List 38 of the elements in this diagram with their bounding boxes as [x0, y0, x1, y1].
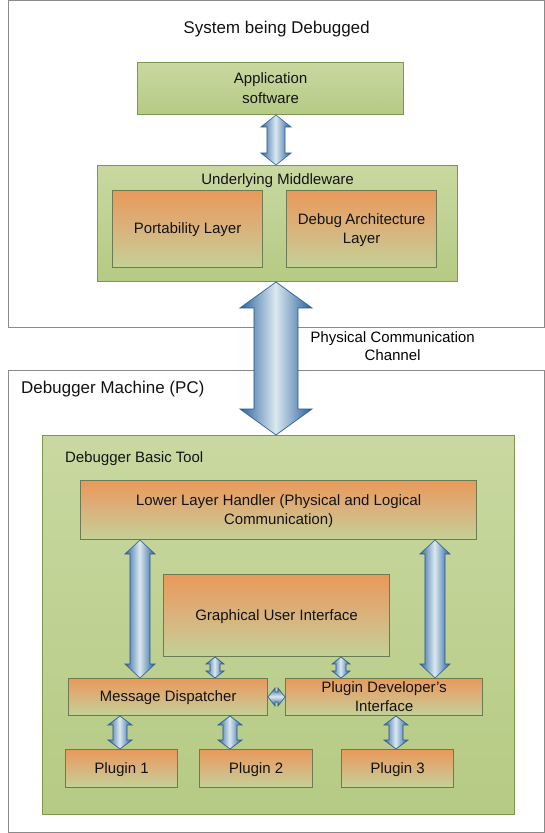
box-label: Plugin 2 [228, 758, 284, 778]
double-arrow [330, 656, 352, 678]
double-arrow [106, 716, 134, 750]
box-label: Plugin 3 [370, 758, 425, 778]
box-label: Plugin Developer’s Interface [320, 678, 448, 716]
box-label: Plugin 1 [94, 758, 149, 778]
double-arrow [260, 114, 292, 166]
box-label: Application software [232, 69, 308, 108]
component-box [68, 678, 268, 716]
box-title: Debugger Basic Tool [65, 448, 204, 468]
component-box [65, 749, 178, 788]
component-box [285, 678, 483, 716]
system-panel [8, 0, 545, 328]
double-arrow [238, 282, 314, 436]
container-box [42, 435, 515, 815]
box-label: Portability Layer [134, 219, 242, 239]
component-box [341, 749, 454, 788]
system-panel [8, 370, 545, 833]
component-box [80, 480, 477, 540]
box-title: System being Debugged [183, 17, 370, 39]
box-title: Underlying Middleware [201, 170, 354, 190]
box-label: Message Dispatcher [100, 687, 236, 707]
double-arrow [216, 716, 244, 750]
box-label: Graphical User Interface [195, 606, 358, 626]
double-arrow [124, 539, 156, 679]
double-arrow [382, 716, 410, 750]
double-arrow [268, 686, 286, 708]
container-box [137, 62, 404, 115]
box-title: Debugger Machine (PC) [21, 377, 204, 399]
container-box [97, 165, 458, 282]
box-label: Debug Architecture Layer [296, 210, 426, 248]
box-label: Lower Layer Handler (Physical and Logical Communication) [134, 490, 422, 530]
component-box [199, 749, 313, 788]
double-arrow [204, 656, 226, 678]
component-box [286, 190, 437, 268]
component-box [112, 190, 263, 268]
double-arrow [418, 539, 452, 679]
component-box [163, 574, 390, 657]
